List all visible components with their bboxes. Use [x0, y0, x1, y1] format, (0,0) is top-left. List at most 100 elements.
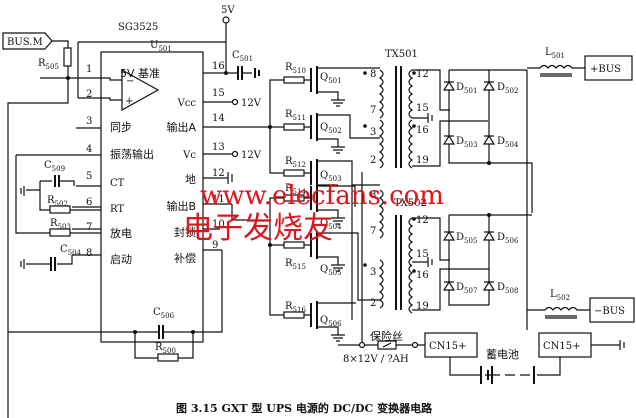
- plus-bus-connector: [584, 55, 633, 81]
- opamp-minus: −: [126, 76, 134, 87]
- tx501-pin3: 3: [370, 127, 376, 138]
- pin-11-num: 11: [212, 194, 225, 205]
- pin-15-num: 15: [212, 88, 225, 99]
- tx502-pin15: 15: [416, 249, 429, 260]
- d502-diode: [482, 80, 496, 91]
- tx501-pin2: 2: [370, 155, 376, 166]
- tx502-pin12: 12: [416, 215, 429, 226]
- plus-bus-label: +BUS: [590, 64, 621, 75]
- c501-label: C501: [232, 50, 253, 63]
- ic-body: [100, 51, 204, 343]
- gate-drive-group: R510 R511 R512 R514 R515 R516 Q501 Q502 …: [231, 62, 360, 342]
- tx502-pin3: 3: [370, 267, 376, 278]
- r514-label: R514: [285, 183, 306, 196]
- pin-10-num: 10: [212, 219, 225, 230]
- pin-7-num: 7: [86, 222, 92, 233]
- r505-label: R505: [38, 58, 59, 71]
- d508-diode: [482, 280, 496, 291]
- minus-bus-connector: [589, 297, 635, 323]
- ic-part-number: SG3525: [118, 22, 158, 33]
- r515-label: R515: [285, 258, 306, 271]
- pin-13-num: 13: [212, 142, 225, 153]
- cn15-left-label: CN15+: [429, 341, 467, 352]
- l501-inductor: [527, 64, 585, 69]
- bus-m-label: BUS.M: [7, 37, 43, 48]
- tx502-core: [395, 215, 402, 310]
- tx501-secondary-coil: [408, 69, 414, 169]
- tx502-pin8: 8: [370, 190, 376, 201]
- r512-resistor: [283, 169, 305, 177]
- pin-16-num: 16: [212, 61, 225, 72]
- c504-capacitor: [50, 257, 56, 271]
- q503-label: Q503: [320, 170, 342, 183]
- opamp-plus: +: [125, 96, 133, 107]
- d508-label: D508: [497, 282, 518, 295]
- tx501-pin15: 15: [416, 103, 429, 114]
- tx502-pin16: 16: [416, 270, 429, 281]
- pin-1-num: 1: [86, 64, 92, 75]
- gate-leads: [304, 79, 310, 316]
- pin-15-label: Vcc: [177, 98, 197, 109]
- right-pin-stubs: [203, 72, 270, 251]
- v12a-label: 12V: [241, 98, 262, 109]
- tx502-secondary-coil: [408, 217, 414, 314]
- c506-label: C506: [153, 307, 175, 320]
- r502-label: R502: [47, 195, 68, 208]
- tx502-centertap-ground: [412, 257, 433, 267]
- tx502-label: TX502: [394, 198, 427, 209]
- l502-label: L502: [550, 289, 570, 302]
- tx502-pin2: 2: [370, 298, 376, 309]
- ic-ref: U501: [150, 40, 172, 53]
- pin-14-label: 输出A: [166, 120, 196, 134]
- battery-label: 蓄电池: [486, 348, 519, 361]
- opamp-symbol: [121, 68, 160, 112]
- timing-ground-icon: [20, 186, 40, 196]
- tx501-pin12: 12: [416, 69, 429, 80]
- pin-7-label: 放电: [110, 226, 132, 240]
- fuse-terminal-right: [411, 341, 419, 349]
- tx501-label: TX501: [385, 49, 418, 60]
- d504-diode: [482, 134, 496, 145]
- tx501-pin8: 8: [370, 69, 376, 80]
- r500-resistor: [157, 353, 179, 362]
- c501-wires: [225, 23, 252, 74]
- source-ground-icons: [331, 99, 345, 342]
- r505-resistor: [63, 47, 72, 67]
- cn15-left-connector: [424, 332, 478, 358]
- r503-label: R503: [50, 218, 71, 231]
- v5-label: 5V: [221, 5, 235, 16]
- opamp-input-wires: [78, 77, 122, 101]
- pin-11-label: 输出B: [166, 199, 196, 213]
- pin-4-label: 振荡输出: [110, 147, 154, 161]
- fuse-label: 保险丝: [370, 329, 403, 343]
- pin-14-num: 14: [212, 113, 225, 124]
- fuse-terminal-left: [358, 341, 366, 349]
- c501-capacitor: [237, 66, 260, 80]
- pin-8-num: 8: [86, 248, 92, 259]
- r511-label: R511: [285, 109, 306, 122]
- l502-inductor: [527, 306, 590, 311]
- pin-5-num: 5: [86, 171, 92, 182]
- tx502: TX502 8 7 3 2 12 15 16 19: [363, 189, 433, 314]
- tx502-primary-coil: [378, 189, 384, 309]
- d502-label: D502: [497, 82, 518, 95]
- pin-3-label: 同步: [110, 121, 132, 134]
- c504-label: C504: [60, 244, 82, 257]
- tx501-pin16: 16: [416, 125, 429, 136]
- pin-6-num: 6: [86, 197, 92, 208]
- pin-4-num: 4: [86, 144, 92, 155]
- tx501-pin19: 19: [416, 155, 429, 166]
- tx501-core: [395, 66, 402, 168]
- pin-13-label: Vc: [182, 150, 196, 161]
- q506-label: Q506: [320, 315, 342, 328]
- bus-m-connector: [2, 32, 53, 50]
- q505-label: Q505: [320, 264, 342, 277]
- c506-capacitor: [158, 325, 164, 339]
- d505-diode: [442, 230, 456, 241]
- minus-bus-label: −BUS: [594, 306, 625, 317]
- cn15-right-label: CN15+: [543, 341, 581, 352]
- rectifier-bridges: D501 D502 D503 D504 D505 D506 D507 D508: [412, 69, 533, 330]
- r500-label: R500: [155, 342, 176, 355]
- v5-terminal: [222, 16, 230, 24]
- cn15-ground-icon: [591, 340, 625, 350]
